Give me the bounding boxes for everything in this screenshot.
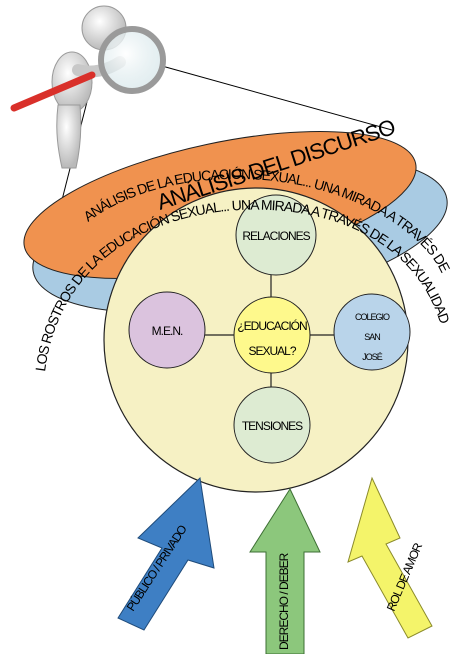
arrow-right: ROL DE AMOR [347,476,433,639]
node-right [333,293,411,371]
node-bottom-label: TENSIONES [242,419,303,433]
center-label-line1: ¿EDUCACIÓN [237,318,307,333]
node-center [233,296,311,374]
center-label-line2: SEXUAL? [248,344,296,358]
right-label-line2: SAN [364,332,380,342]
arrow-left: PÚBLICO / PRIVADO [117,476,215,631]
node-top-label: RELACIONES [242,229,310,243]
funnel-line-right [161,65,393,131]
arrow-middle-label: DERECHO / DEBER [277,552,291,650]
node-bottom [233,386,311,464]
node-left [128,291,206,369]
node-left-label: M.E.N. [152,324,183,338]
right-label-line3: JOSÉ [362,352,383,362]
right-label-line1: COLEGIO [355,312,390,322]
node-top [235,194,317,276]
arrow-middle: DERECHO / DEBER [249,487,321,654]
magnifying-glass-person-icon [10,5,166,169]
